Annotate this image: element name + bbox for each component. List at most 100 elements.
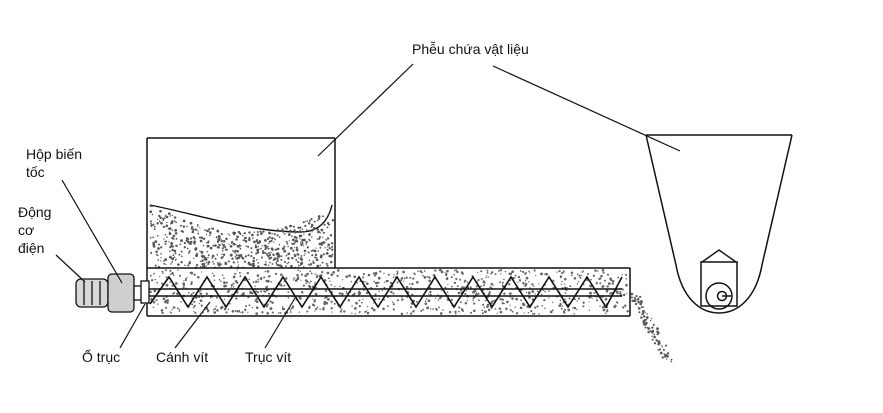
material-particle: [213, 279, 216, 282]
material-particle: [301, 242, 304, 245]
material-particle: [490, 272, 492, 275]
material-particle: [267, 254, 270, 258]
material-particle: [278, 256, 281, 258]
material-particle: [287, 252, 291, 256]
material-particle: [455, 312, 457, 315]
material-particle: [166, 236, 168, 238]
material-particle: [490, 300, 493, 303]
material-particle: [224, 248, 227, 251]
material-particle: [651, 326, 654, 329]
material-particle: [313, 304, 316, 307]
material-particle: [564, 277, 567, 281]
material-particle: [423, 270, 426, 272]
material-particle: [234, 272, 236, 275]
material-particle: [299, 270, 302, 272]
material-particle: [169, 250, 171, 253]
material-particle: [594, 269, 597, 272]
material-particle: [592, 274, 596, 277]
material-particle: [171, 272, 174, 275]
material-particle: [389, 281, 393, 285]
material-particle: [331, 219, 335, 222]
material-particle: [152, 306, 155, 309]
material-particle: [560, 307, 563, 310]
material-particle: [564, 283, 566, 285]
material-particle: [311, 231, 313, 233]
material-particle: [173, 291, 176, 294]
material-particle: [215, 236, 218, 239]
material-particle: [232, 249, 234, 252]
material-particle: [486, 269, 489, 272]
material-particle: [296, 273, 299, 277]
material-particle: [269, 307, 273, 310]
material-particle: [255, 306, 259, 310]
material-particle: [194, 311, 197, 314]
material-particle: [612, 280, 615, 283]
material-particle: [306, 246, 309, 249]
material-particle: [198, 296, 201, 299]
material-particle: [481, 312, 484, 315]
material-particle: [501, 298, 504, 301]
material-particle: [304, 230, 306, 233]
material-particle: [171, 261, 174, 263]
material-particle: [238, 244, 241, 246]
material-particle: [670, 360, 673, 363]
material-particle: [287, 297, 290, 299]
material-particle: [207, 256, 209, 259]
material-particle: [298, 257, 300, 259]
material-particle: [525, 276, 529, 280]
material-particle: [300, 262, 303, 266]
material-particle: [405, 285, 409, 289]
material-particle: [300, 258, 304, 262]
material-particle: [200, 236, 203, 239]
material-particle: [573, 298, 576, 301]
material-particle: [638, 311, 641, 314]
material-particle: [458, 306, 461, 309]
material-particle: [634, 302, 638, 306]
material-particle: [168, 255, 172, 259]
material-particle: [237, 261, 239, 263]
material-particle: [529, 272, 531, 274]
material-particle: [381, 289, 383, 292]
material-particle: [309, 280, 312, 283]
material-particle: [182, 219, 186, 223]
material-particle: [255, 280, 258, 283]
material-particle: [392, 292, 395, 295]
material-particle: [343, 310, 346, 313]
material-particle: [309, 263, 313, 266]
material-particle: [568, 297, 571, 300]
material-particle: [213, 263, 215, 265]
material-particle: [596, 270, 599, 272]
material-particle: [504, 270, 507, 273]
material-particle: [596, 296, 598, 298]
material-particle: [325, 252, 329, 255]
material-particle: [486, 271, 489, 274]
material-particle: [375, 285, 379, 288]
material-particle: [475, 293, 478, 296]
material-particle: [296, 277, 300, 281]
material-particle: [227, 233, 229, 235]
material-particle: [156, 234, 159, 237]
material-particle: [392, 303, 395, 306]
material-particle: [247, 261, 250, 264]
material-particle: [149, 274, 152, 277]
material-particle: [172, 238, 175, 240]
material-particle: [206, 308, 209, 311]
material-particle: [630, 292, 634, 296]
material-particle: [497, 270, 500, 272]
material-particle: [211, 254, 215, 258]
material-particle: [195, 254, 199, 257]
material-particle: [182, 230, 184, 233]
material-particle: [637, 300, 640, 304]
material-particle: [268, 242, 270, 245]
material-particle: [297, 269, 299, 272]
material-particle: [221, 247, 224, 250]
material-particle: [167, 227, 170, 230]
material-particle: [166, 301, 169, 304]
hopper-front-view: [645, 134, 793, 314]
material-particle: [402, 270, 405, 274]
material-particle: [649, 320, 652, 322]
material-particle: [579, 276, 582, 279]
discharge-stream: [630, 292, 673, 363]
material-particle: [300, 255, 303, 257]
